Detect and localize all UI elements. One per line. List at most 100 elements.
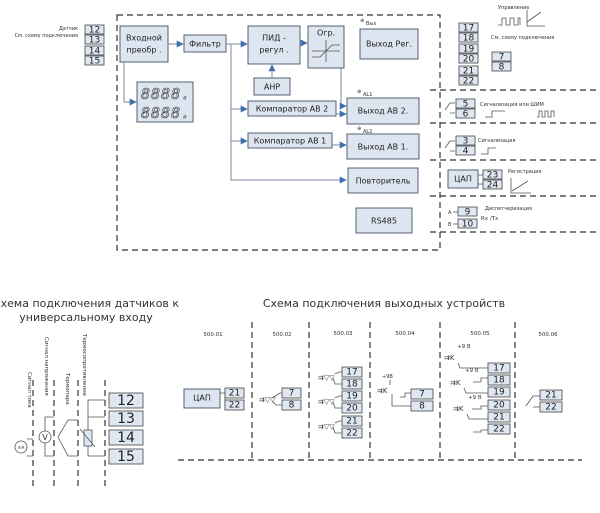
terminal-5 [455, 98, 476, 109]
dac-wires [478, 174, 483, 185]
terminal-label: 21 [545, 391, 556, 401]
ammeter-wires [27, 438, 33, 457]
pid-label: ПИД - [262, 34, 286, 43]
alarm-output-1-block [346, 133, 420, 160]
terminal-label: 9 [465, 208, 471, 218]
terminal-label: 12 [89, 26, 100, 36]
terminal-label: 3 [463, 137, 469, 147]
block-diagram: Датчик См. схему подключения 12 13 14 15… [15, 5, 598, 251]
terminal-15 [84, 55, 105, 66]
control-label: Управление [498, 5, 529, 11]
optotransistor-icon: ⇉K [444, 354, 455, 362]
alarm-output-2-block [346, 97, 420, 125]
model-label: 500.02 [272, 332, 291, 338]
terminal-label: 14 [117, 430, 135, 446]
model-label: 500.05 [470, 331, 490, 337]
repeater-label: Повторитель [356, 177, 411, 186]
dac-block [183, 388, 221, 409]
alarm-output-1-label: Выход АВ 1. [358, 143, 409, 152]
terminal-14 [108, 429, 144, 446]
limiter-label: Огр. [317, 29, 335, 38]
relay-contact-icon [525, 395, 540, 408]
indicator-out-label: Вых [366, 21, 376, 27]
terminal-label: 12 [117, 393, 135, 409]
terminal-3 [455, 135, 476, 146]
terminal-label: 22 [346, 429, 357, 439]
ramp-chart-icon [510, 178, 531, 194]
terminal-label: 15 [117, 449, 135, 465]
terminal-label: 22 [229, 401, 240, 411]
terminal-label: 22 [545, 403, 556, 413]
terminal-label: 18 [346, 380, 358, 390]
comparator-2-label: Компаратор АВ 2 [256, 105, 329, 114]
terminal-label: 17 [463, 24, 474, 34]
optotransistor-icon: ⇉K [377, 387, 388, 395]
alarm-output-2-label: Выход АВ 2. [358, 107, 409, 116]
optotriac-wires [332, 371, 342, 434]
voltmeter-label: V [42, 433, 48, 442]
wire-to-display [123, 62, 137, 106]
model-500-06: 21 22 [525, 389, 563, 413]
terminal-label: 19 [346, 392, 358, 402]
optotransistor-wires [389, 380, 411, 407]
terminal-label: 18 [493, 376, 505, 386]
wire-limiter-to-ab2 [339, 68, 347, 110]
terminal-label: 19 [463, 45, 475, 55]
filter-label: Фильтр [189, 40, 221, 49]
rs485-label: RS485 [371, 217, 397, 226]
pwm-waveform-icon [537, 110, 555, 118]
optotriac-icon: ⇉▽▽ [318, 423, 335, 431]
terminal-label: 20 [346, 404, 358, 414]
model-label: 500.04 [395, 331, 415, 337]
regulator-output-label: Выход Рег. [366, 40, 412, 49]
step-signal-icon [485, 110, 505, 118]
repeater-block [347, 167, 419, 194]
regulator-output-block [359, 28, 419, 60]
signal-voltage-label: Сигнал напряжения [43, 337, 49, 396]
terminal-13 [108, 410, 144, 427]
relay-contact-icon [444, 140, 455, 152]
terminal-4 [455, 145, 476, 156]
terminal-label: 19 [493, 388, 505, 398]
model-500-01: ЦАП 21 22 [183, 387, 245, 411]
rs485-block [355, 207, 413, 234]
control-see-label: См. схему подключения [491, 35, 554, 41]
terminal-label: 23 [487, 171, 498, 181]
terminal-label: 21 [346, 417, 357, 427]
comparator-1-label: Компаратор АВ 1 [254, 137, 327, 146]
terminal-label: 6 [463, 110, 469, 120]
terminal-label: 24 [487, 181, 499, 191]
terminal-label: 22 [493, 425, 504, 435]
terminal-label: 8 [419, 402, 425, 412]
supply-label: +9 В [457, 344, 471, 350]
terminal-label: 20 [493, 401, 505, 411]
dispatch-label: Диспетчеризация [485, 206, 532, 212]
input-converter-label: Входной [126, 34, 162, 43]
supply-label: +9 В [468, 395, 482, 401]
supply-label: +9В [382, 374, 393, 380]
supply-label: +9 В [465, 368, 479, 374]
terminal-13 [84, 34, 105, 45]
terminal-label: 5 [463, 100, 469, 110]
line-b-label: B [448, 222, 452, 228]
terminal-label: 15 [89, 57, 100, 67]
rxtx-label: Rx /Tx [481, 216, 499, 222]
ahr-label: АНР [264, 83, 280, 92]
model-500-03: ⇉▽▽ ⇉▽▽ ⇉▽▽ 17 18 19 20 21 22 [318, 366, 363, 439]
terminal-23 [482, 169, 503, 180]
terminal-24 [482, 179, 503, 190]
sensor-scheme-title: Схема подключения датчиков к [0, 297, 179, 310]
optotransistor-icon: ⇉K [453, 405, 464, 413]
ground-wires [472, 377, 488, 433]
output-scheme: Схема подключения выходных устройств 500… [178, 297, 582, 461]
terminal-label: 13 [117, 411, 135, 427]
indicator-out-icon: ⊕ [360, 18, 364, 24]
input-converter-block [119, 25, 169, 63]
terminal-label: 8 [289, 401, 295, 411]
sensor-terminals: 12 13 14 15 [84, 24, 105, 67]
indicator-al2-icon: ⊕ [357, 126, 361, 132]
voltmeter-wires [44, 416, 54, 457]
pid-block [247, 25, 301, 65]
input-converter-label: преобр . [126, 46, 161, 55]
